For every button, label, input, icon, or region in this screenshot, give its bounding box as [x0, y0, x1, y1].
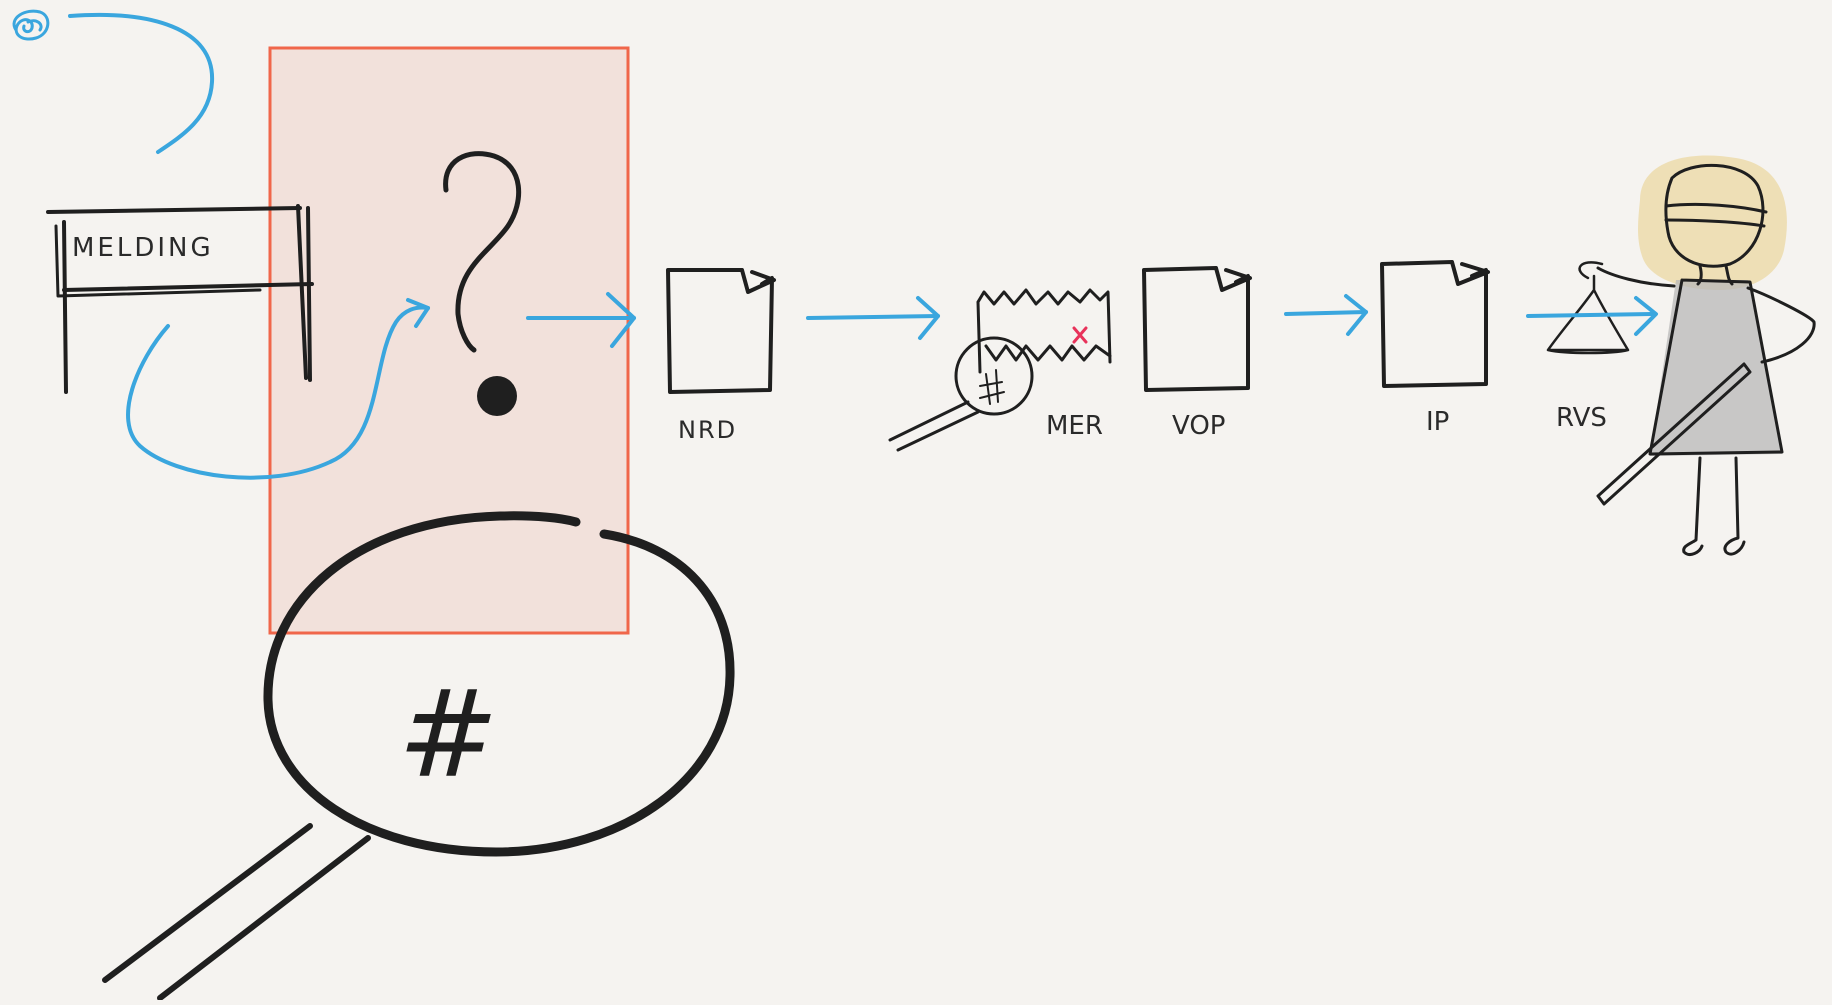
arrow-question-to-nrd: [526, 292, 636, 348]
rvs-scales-icon: [1546, 261, 1630, 355]
ip-document-icon: [1380, 260, 1490, 388]
melding-sign: MELDING: [46, 204, 314, 394]
arrow-vop-to-ip: [1284, 294, 1368, 336]
step-label-vop: VOP: [1172, 411, 1225, 441]
step-ip: IP: [1380, 260, 1490, 437]
entry-arrow-curve: [68, 12, 215, 154]
scribble-logo-icon: [12, 9, 50, 41]
magnifier-symbol: #: [398, 666, 499, 805]
arrow-ip-to-justice: [1526, 296, 1658, 336]
sign-to-question-arrow: [126, 305, 430, 480]
nrd-document-icon: [666, 268, 776, 394]
step-nrd: NRD: [666, 268, 776, 444]
step-label-mer: MER: [1046, 411, 1103, 441]
step-label-ip: IP: [1426, 407, 1449, 437]
arrow-nrd-to-mer: [806, 296, 940, 340]
question-mark-icon: ?: [0, 0, 522, 416]
magnifier-icon: #: [102, 511, 735, 1001]
step-label-rvs: RVS: [1556, 403, 1607, 433]
justice-hair: [1638, 155, 1787, 290]
step-label-nrd: NRD: [678, 416, 737, 444]
mer-error-mark: [1072, 326, 1088, 344]
justice-dress: [1650, 280, 1782, 456]
sign-label: MELDING: [72, 233, 214, 263]
step-mer: MER: [888, 288, 1112, 452]
sign-to-question-arrowhead: [406, 298, 430, 328]
unknown-step-highlight: [268, 46, 630, 635]
step-vop: VOP: [1142, 266, 1252, 441]
vop-document-icon: [1142, 266, 1252, 392]
step-rvs: RVS: [1546, 261, 1630, 433]
question-symbol-text: ?: [0, 0, 1, 1]
mer-magnifier-icon: [954, 336, 1034, 416]
mer-torn-document-icon: [976, 288, 1112, 374]
justice-figure: [1596, 155, 1816, 556]
